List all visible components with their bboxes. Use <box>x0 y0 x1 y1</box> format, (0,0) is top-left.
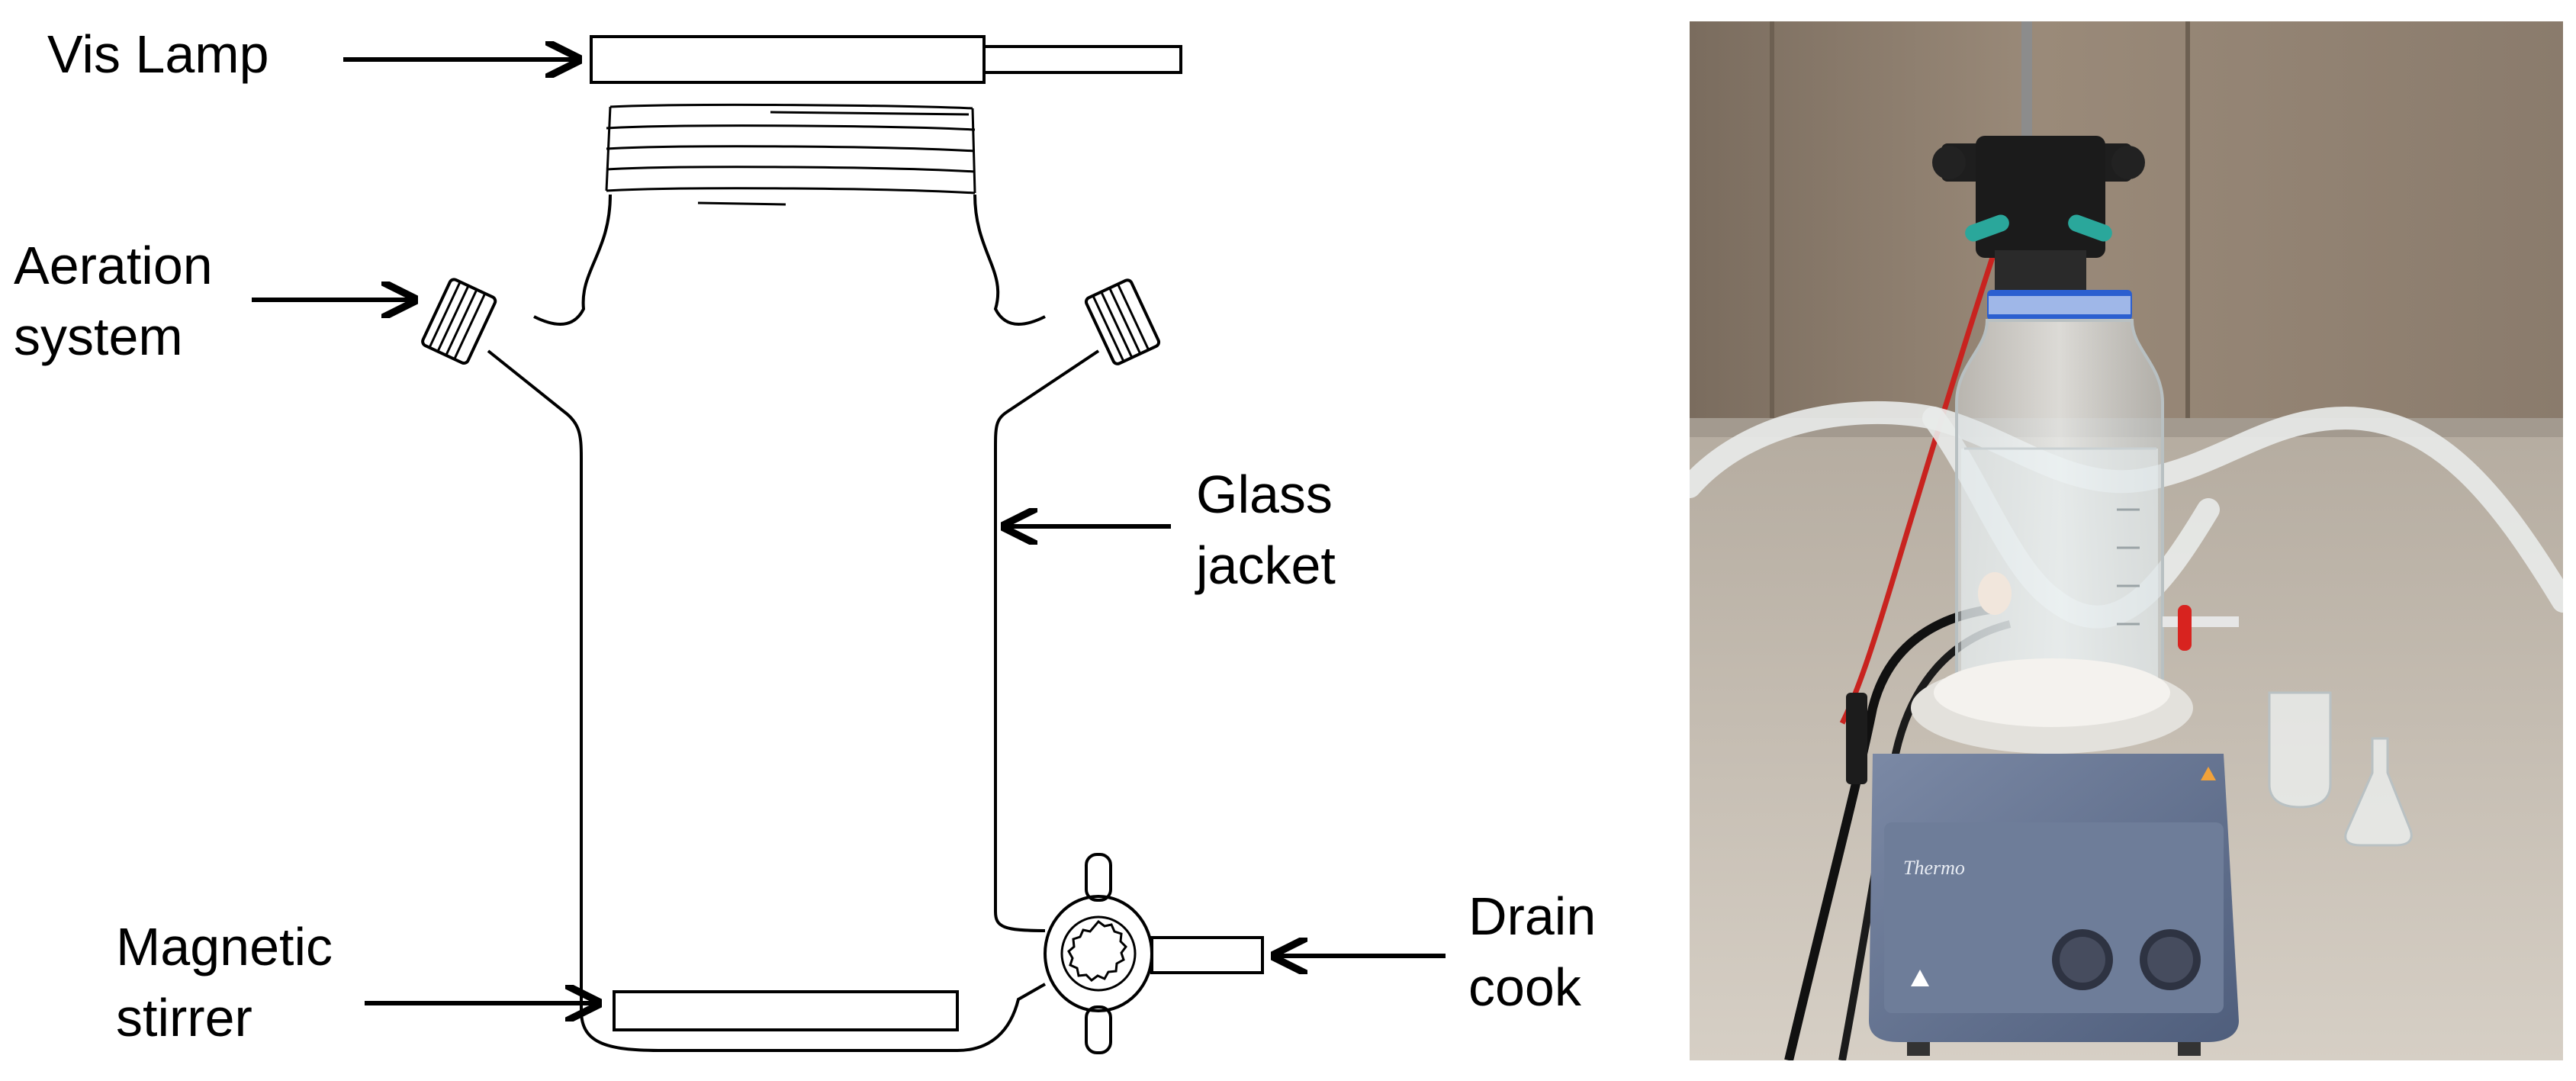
setup-photo: Thermo <box>1690 21 2563 1060</box>
label-aeration-line2: system <box>14 307 183 366</box>
stand-rod <box>2021 21 2032 159</box>
label-magnetic-line2: stirrer <box>116 988 252 1047</box>
label-drain-line2: cook <box>1468 957 1582 1017</box>
aeration-port-left <box>421 278 497 365</box>
label-magnetic-line1: Magnetic <box>116 917 333 976</box>
label-drain-line1: Drain <box>1468 886 1596 946</box>
label-glass-line1: Glass <box>1196 465 1333 524</box>
flask <box>2344 737 2413 847</box>
label-glass-line2: jacket <box>1195 536 1336 595</box>
magnetic-stir-bar <box>613 990 959 1031</box>
drain-stopcock <box>1044 853 1264 1054</box>
lamp-assembly <box>1932 136 2145 292</box>
reactor-bottle <box>1955 290 2239 719</box>
stirrer-hotplate: Thermo <box>1869 658 2239 1056</box>
label-vis-lamp: Vis Lamp <box>47 24 269 84</box>
reactor-thread <box>605 103 976 206</box>
vis-lamp <box>590 35 1182 84</box>
label-aeration-line1: Aeration <box>14 236 213 295</box>
photoreactor-diagram: Vis Lamp Aeration system Glass jacket Ma… <box>14 24 1596 1054</box>
beaker <box>2268 691 2332 809</box>
hotplate-brand-text: Thermo <box>1903 857 1965 879</box>
reactor-body <box>487 194 1100 1052</box>
aeration-port-right <box>1084 278 1161 365</box>
